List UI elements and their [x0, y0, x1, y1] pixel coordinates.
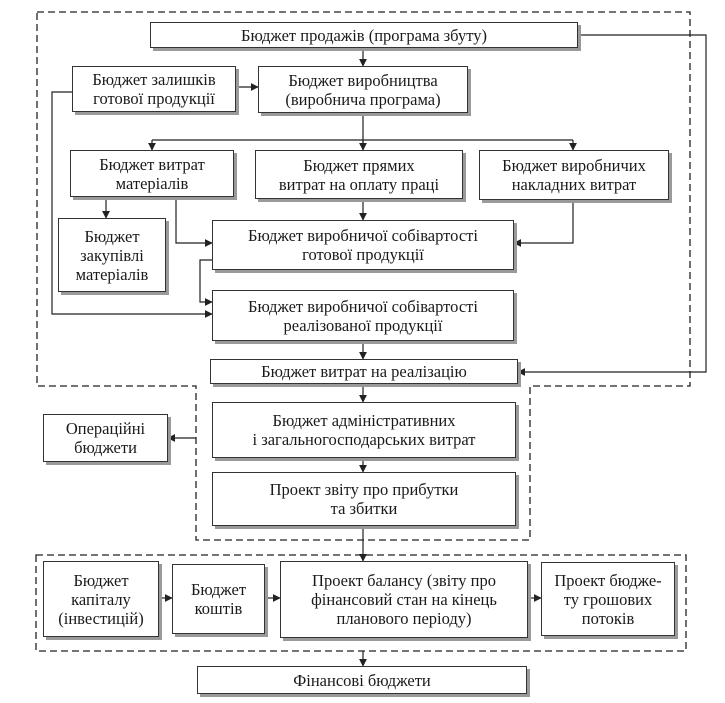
direct-labor-budget-box: Бюджет прямих витрат на оплату праці: [255, 150, 463, 199]
income-statement-draft-box: Проект звіту про прибутки та збитки: [212, 472, 516, 526]
arrow-overhead-to-fg-cost: [513, 200, 574, 247]
admin-expenses-budget-box: Бюджет адміністративних і загальногоспод…: [212, 402, 516, 458]
cash-flow-budget-draft-box: Проект бюдже- ту грошових потоків: [541, 562, 675, 636]
overhead-budget-box: Бюджет виробничих накладних витрат: [479, 150, 669, 200]
arrow-inventory-to-cogs: [51, 91, 213, 318]
sales-budget-box: Бюджет продажів (програма збуту): [150, 22, 578, 48]
capital-budget-box: Бюджет капіталу (інвестицій): [43, 561, 159, 637]
finished-goods-cost-budget-box: Бюджет виробничої собівартості готової п…: [212, 220, 514, 270]
cash-budget-box: Бюджет коштів: [172, 564, 265, 634]
arrow-sales-to-selling-expenses: [517, 34, 707, 376]
operating-budgets-label-box: Операційні бюджети: [43, 414, 168, 462]
selling-expenses-budget-box: Бюджет витрат на реалізацію: [210, 359, 518, 384]
arrow-fg-cost-to-cogs: [199, 259, 213, 306]
production-budget-box: Бюджет виробництва (виробнича програма): [258, 66, 468, 113]
cogs-budget-box: Бюджет виробничої собівартості реалізова…: [212, 290, 514, 341]
materials-purchase-budget-box: Бюджет закупівлі матеріалів: [58, 218, 166, 292]
materials-budget-box: Бюджет витрат матеріалів: [70, 150, 234, 197]
balance-sheet-draft-box: Проект балансу (звіту про фінансовий ста…: [280, 561, 528, 638]
finished-goods-inventory-budget-box: Бюджет залишків готової продукції: [72, 66, 236, 112]
arrow-materials-to-fg-cost: [175, 197, 213, 247]
financial-budgets-label-box: Фінансові бюджети: [197, 666, 527, 694]
